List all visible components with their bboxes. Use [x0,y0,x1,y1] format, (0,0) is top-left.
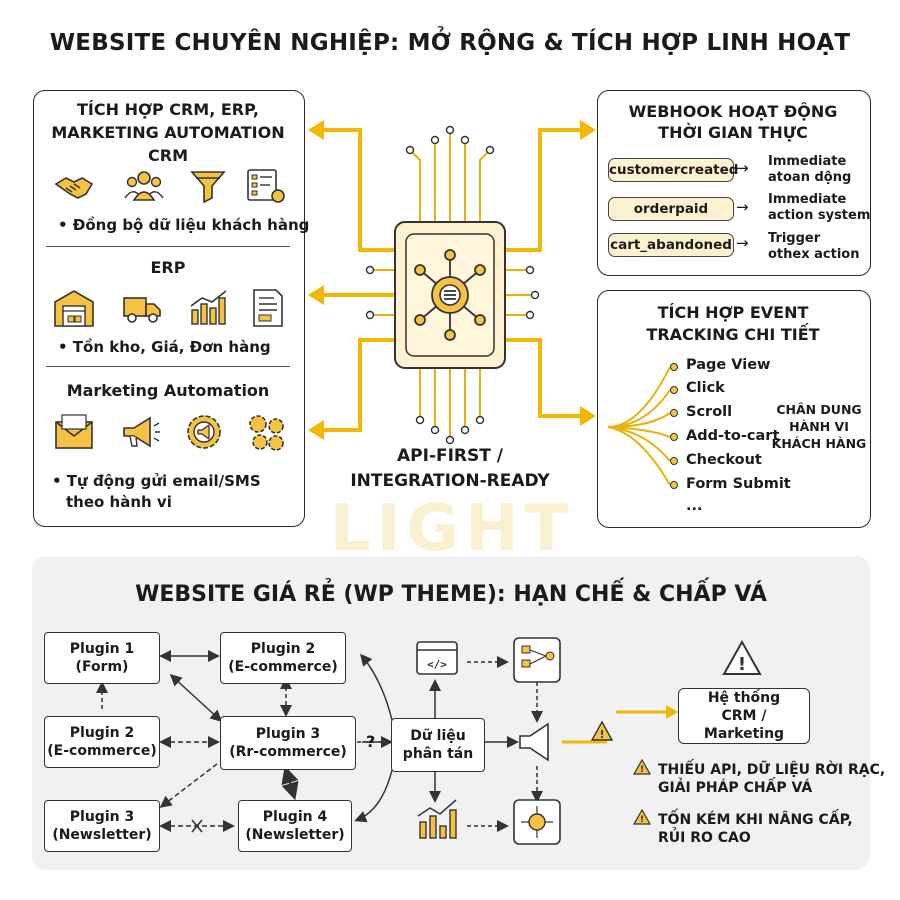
event-branches [607,363,678,489]
arrow-right-icon: → [736,234,749,252]
plugin-connections: </> ! ! ! ! [96,637,762,845]
warning1-line2: GIẢI PHÁP CHẤP VÁ [658,780,813,796]
watermark: LIGHT [329,492,575,566]
megaphone-icon [123,416,160,448]
ma-bullet-line1: • Tự động gửi email/SMS [52,472,261,490]
warehouse-icon [54,290,94,327]
data-hub-line1: Dữ liệu [410,728,466,744]
invoice-icon [253,289,283,327]
email-icon [55,414,93,449]
api-first-line1: API-FIRST / [397,446,503,466]
section-title: WEBSITE GIÁ RẺ (WP THEME): HẠN CHẾ & CHẤ… [135,582,767,607]
truck-icon [123,297,161,323]
ma-title: Marketing Automation [66,381,270,400]
webhook-action-line1: Immediate [768,154,847,169]
plugin-type: (Form) [75,659,129,675]
plugin-type: (Newsletter) [245,827,345,843]
event-item: Scroll [686,404,733,420]
plugin-name: Plugin 1 [69,641,135,657]
warning1-line1: THIẾU API, DỮ LIỆU RỜI RẠC, [658,762,886,778]
arrow-right-icon: → [736,159,749,177]
event-item: Page View [686,357,771,373]
webhook-action-line2: action system [768,208,871,223]
data-hub-box: Dữ liệu phân tán [391,718,485,772]
plugin-name: Plugin 3 [69,809,135,825]
svg-text:!: ! [640,765,644,775]
page-title: WEBSITE CHUYÊN NGHIỆP: MỞ RỘNG & TÍCH HỢ… [49,30,851,56]
svg-text:!: ! [738,654,746,675]
question-mark: ? [366,732,376,751]
webhook-event: cart_abandoned [608,233,734,257]
divider [46,366,290,367]
form-settings-icon [247,169,285,203]
plugin-box: Plugin 2 (E-commerce) [220,632,346,684]
svg-text:!: ! [640,815,644,825]
gears-icon [249,415,284,451]
integration-header-line1: TÍCH HỢP CRM, ERP, [77,100,259,119]
event-item: Checkout [686,452,762,468]
data-hub-line2: phân tán [402,746,474,762]
erp-title: ERP [150,258,186,277]
warning2-line1: TỐN KÉM KHI NÂNG CẤP, [658,812,853,828]
handshake-icon [54,177,94,199]
plugin-name: Plugin 2 [69,725,135,741]
webhook-header-line2: THỜI GIAN THỰC [658,123,808,142]
webhook-event: orderpaid [608,197,734,221]
chip-hub-icon [308,120,596,445]
plugin-box: Plugin 2 (E-commerce) [44,716,160,768]
webhook-header-line1: WEBHOOK HOẠT ĐỘNG [628,102,838,121]
event-item: Click [686,380,725,396]
webhook-action-line1: Immediate [768,192,847,207]
webhook-action-line1: Trigger [768,231,821,246]
api-first-line2: INTEGRATION-READY [350,471,550,491]
ma-bullet-line2: theo hành vi [66,493,172,511]
persona-label: CHÂN DUNG HÀNH VI KHÁCH HÀNG [770,401,868,452]
bar-chart-icon [190,290,227,325]
plugin-name: Plugin 2 [250,641,316,657]
event-item: Add-to-cart [686,428,780,444]
erp-bullet: • Tồn kho, Giá, Đơn hàng [58,338,271,356]
plugin-type: (Newsletter) [52,827,152,843]
plugin-box: Plugin 3 (Newsletter) [44,800,160,852]
plugin-name: Plugin 4 [262,809,328,825]
webhook-action-line2: othex action [768,247,860,262]
webhook-action-line2: atoan dộng [768,170,852,185]
plugin-box: Plugin 1 (Form) [44,632,160,684]
event-item: ... [686,498,703,514]
api-first-label: API-FIRST / INTEGRATION-READY [320,444,580,494]
event-item: Form Submit [686,476,791,492]
warning-text: TỐN KÉM KHI NÂNG CẤP, RỦI RO CAO [658,811,853,847]
integration-header-line2: MARKETING AUTOMATION [51,123,285,142]
plugin-type: (E-commerce) [47,743,157,759]
warning-text: THIẾU API, DỮ LIỆU RỜI RẠC, GIẢI PHÁP CH… [658,761,885,797]
crm-box-line1: Hệ thống [707,690,781,706]
plugin-type: (Rr-commerce) [229,744,347,760]
webhook-event: customercreated [608,158,738,182]
persona-line3: KHÁCH HÀNG [771,436,867,451]
event-header-line1: TÍCH HỢP EVENT [657,303,809,322]
plugin-box: Plugin 4 (Newsletter) [238,800,352,852]
divider [46,246,290,247]
event-header-line2: TRACKING CHI TIẾT [646,325,820,344]
crm-box-line2: CRM / Marketing [703,708,785,742]
warning2-line2: RỦI RO CAO [658,830,751,846]
crm-bullet: • Đồng bộ dữ liệu khách hàng [58,216,310,234]
persona-line1: CHÂN DUNG [776,402,862,417]
plugin-name: Plugin 3 [255,726,321,742]
funnel-icon [190,171,226,204]
users-icon [124,171,164,201]
svg-text:!: ! [599,728,604,741]
plugin-box: Plugin 3 (Rr-commerce) [220,716,356,770]
arrow-right-icon: → [736,198,749,216]
persona-line2: HÀNH VI [789,419,849,434]
crm-title: CRM [148,146,188,165]
plugin-type: (E-commerce) [228,659,338,675]
svg-text:</>: </> [427,658,447,671]
gear-megaphone-icon [187,415,221,449]
